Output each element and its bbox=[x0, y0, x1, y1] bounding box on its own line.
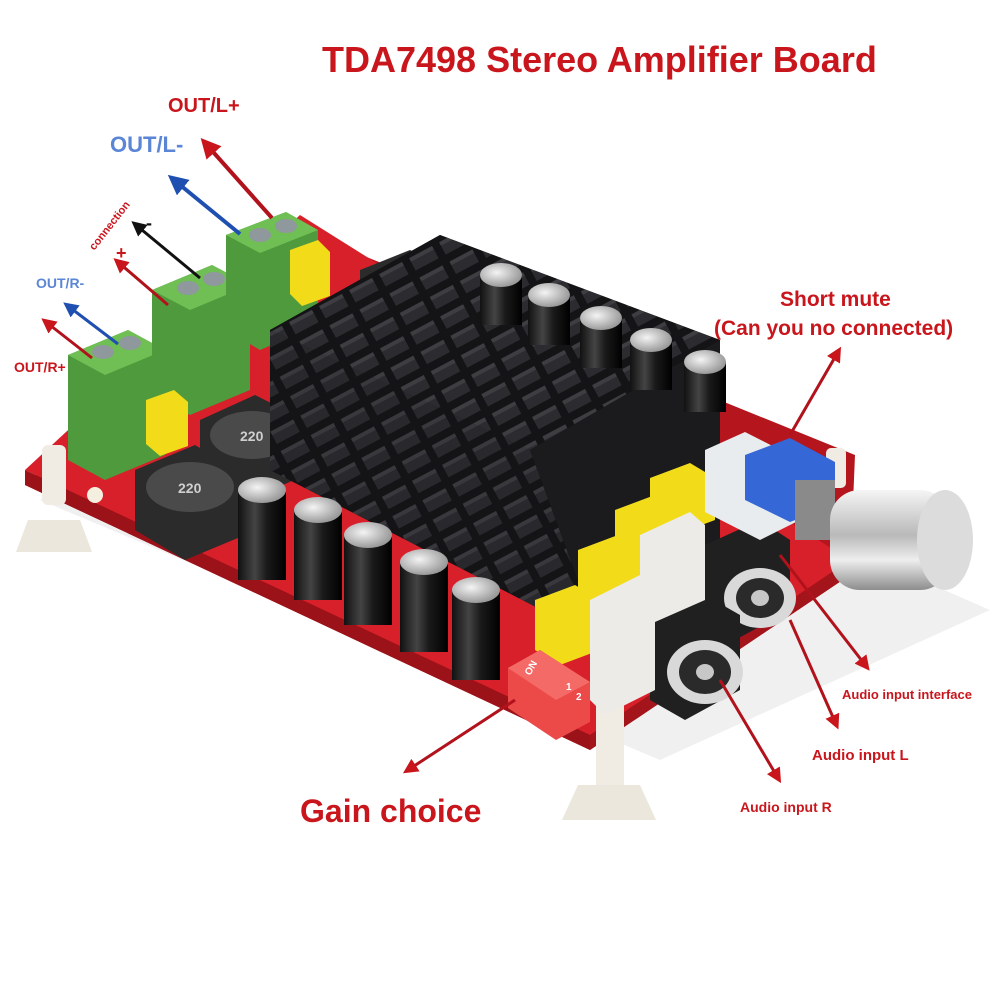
arrow-out-r-minus bbox=[63, 302, 119, 346]
annotation-arrows bbox=[41, 138, 870, 784]
arrow-audio-l bbox=[788, 619, 840, 730]
label-short-mute: Short mute bbox=[780, 288, 891, 311]
label-audio-input-interface: Audio input interface bbox=[842, 687, 972, 702]
terminal-block-r bbox=[68, 330, 165, 480]
label-out-r-minus: OUT/R- bbox=[36, 275, 85, 291]
arrow-audio-interface bbox=[778, 554, 870, 671]
label-out-l-plus: OUT/L+ bbox=[168, 95, 240, 117]
label-out-l-minus: OUT/L- bbox=[110, 132, 184, 157]
arrow-out-l-minus bbox=[167, 174, 242, 236]
standoff-front bbox=[562, 695, 656, 820]
label-connection-plus: + bbox=[116, 243, 127, 263]
capacitors-front-row bbox=[238, 477, 500, 680]
label-out-r-plus: OUT/R+ bbox=[14, 359, 66, 375]
page-title: TDA7498 Stereo Amplifier Board bbox=[322, 39, 877, 80]
inductor-marking: 220 bbox=[178, 480, 202, 496]
arrow-audio-r bbox=[718, 679, 782, 784]
rca-jack-l bbox=[705, 520, 796, 640]
label-audio-input-r: Audio input R bbox=[740, 799, 832, 815]
dip-switch-2-label: 2 bbox=[576, 692, 582, 703]
arrow-out-r-plus bbox=[41, 318, 93, 360]
standoff-left bbox=[16, 445, 92, 552]
terminal-block-l bbox=[226, 212, 318, 350]
rca-jack-r bbox=[650, 595, 743, 720]
film-capacitors-left bbox=[146, 240, 330, 456]
arrow-short-mute bbox=[788, 346, 842, 436]
label-audio-input-l: Audio input L bbox=[812, 747, 909, 764]
arrow-connection-minus bbox=[131, 221, 201, 280]
rca-white-housings bbox=[590, 512, 705, 715]
label-short-mute-note: (Can you no connected) bbox=[714, 317, 954, 340]
volume-potentiometer bbox=[705, 432, 973, 590]
arrow-connection-plus bbox=[113, 258, 169, 307]
dip-switch: ON 1 2 bbox=[508, 650, 590, 740]
capacitors-back-row bbox=[480, 263, 726, 412]
label-gain-choice: Gain choice bbox=[300, 793, 482, 829]
terminal-block-mid bbox=[152, 265, 250, 415]
arrow-out-l-plus bbox=[200, 138, 274, 220]
arrow-gain-choice bbox=[402, 698, 516, 774]
dip-switch-1-label: 1 bbox=[566, 682, 572, 693]
inductor-4: 220 bbox=[135, 445, 245, 560]
inductor-marking: 220 bbox=[240, 428, 264, 444]
label-connection-minus: - bbox=[146, 213, 152, 233]
